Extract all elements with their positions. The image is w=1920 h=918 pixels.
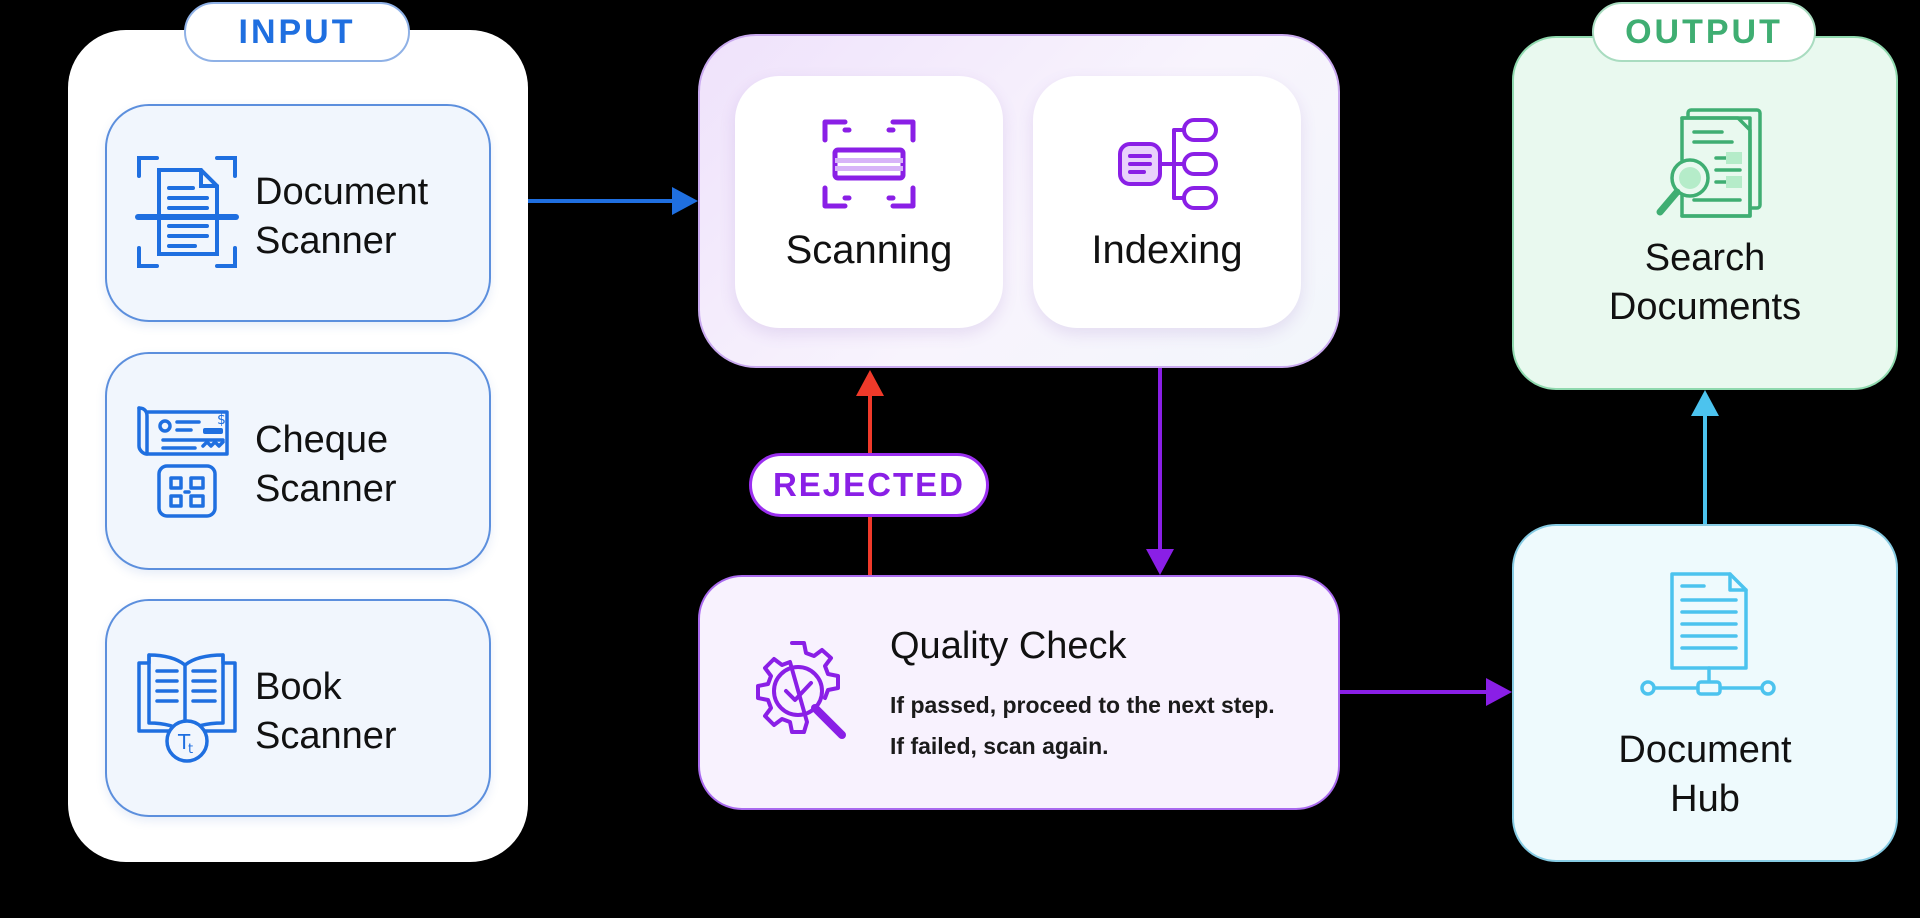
indexing-label: Indexing	[1091, 228, 1243, 272]
search-documents-line1: Search	[1644, 237, 1766, 279]
scan-frame-icon	[822, 119, 916, 209]
scanning-label: Scanning	[785, 228, 953, 272]
cheque-scanner-line1: Cheque	[255, 419, 389, 461]
search-documents-card[interactable]: Search Documents	[1512, 36, 1898, 390]
book-scanner-icon: T t	[137, 653, 237, 763]
search-documents-line2: Documents	[1608, 286, 1802, 328]
gear-check-search-icon	[756, 641, 846, 739]
document-scanner-icon	[135, 156, 239, 268]
svg-text:$: $	[217, 412, 226, 428]
document-scanner-card[interactable]: Document Scanner	[105, 104, 491, 322]
document-hub-line2: Hub	[1670, 778, 1740, 820]
rejected-badge: REJECTED	[749, 453, 989, 517]
svg-text:t: t	[188, 742, 193, 757]
quality-check-pass-text: If passed, proceed to the next step.	[890, 692, 1275, 718]
book-scanner-card[interactable]: T t Book Scanner	[105, 599, 491, 817]
indexing-step-card[interactable]: Indexing	[1033, 76, 1301, 328]
search-documents-icon	[1656, 108, 1762, 218]
quality-check-title: Quality Check	[890, 625, 1127, 667]
document-hub-icon	[1640, 572, 1776, 696]
index-tree-icon	[1118, 118, 1218, 210]
document-scanner-line2: Scanner	[255, 220, 397, 262]
document-hub-card[interactable]: Document Hub	[1512, 524, 1898, 862]
quality-check-fail-text: If failed, scan again.	[890, 733, 1109, 759]
document-hub-line1: Document	[1618, 729, 1792, 771]
input-tag: INPUT	[184, 2, 410, 62]
processing-to-quality-arrow	[1146, 368, 1174, 575]
input-to-processing-arrow	[528, 187, 698, 215]
scanning-step-card[interactable]: Scanning	[735, 76, 1003, 328]
book-scanner-line1: Book	[255, 666, 342, 708]
document-scanner-line1: Document	[255, 171, 429, 213]
cheque-scanner-line2: Scanner	[255, 468, 397, 510]
rejected-arrow	[856, 370, 884, 575]
book-scanner-line2: Scanner	[255, 715, 397, 757]
output-tag: OUTPUT	[1592, 2, 1816, 62]
cheque-scanner-icon: $	[137, 406, 229, 518]
svg-text:T: T	[177, 730, 191, 754]
quality-to-hub-arrow	[1340, 678, 1512, 706]
cheque-scanner-card[interactable]: $ Cheque Scanner	[105, 352, 491, 570]
hub-to-search-arrow	[1691, 390, 1719, 524]
quality-check-card[interactable]: Quality Check If passed, proceed to the …	[698, 575, 1340, 810]
